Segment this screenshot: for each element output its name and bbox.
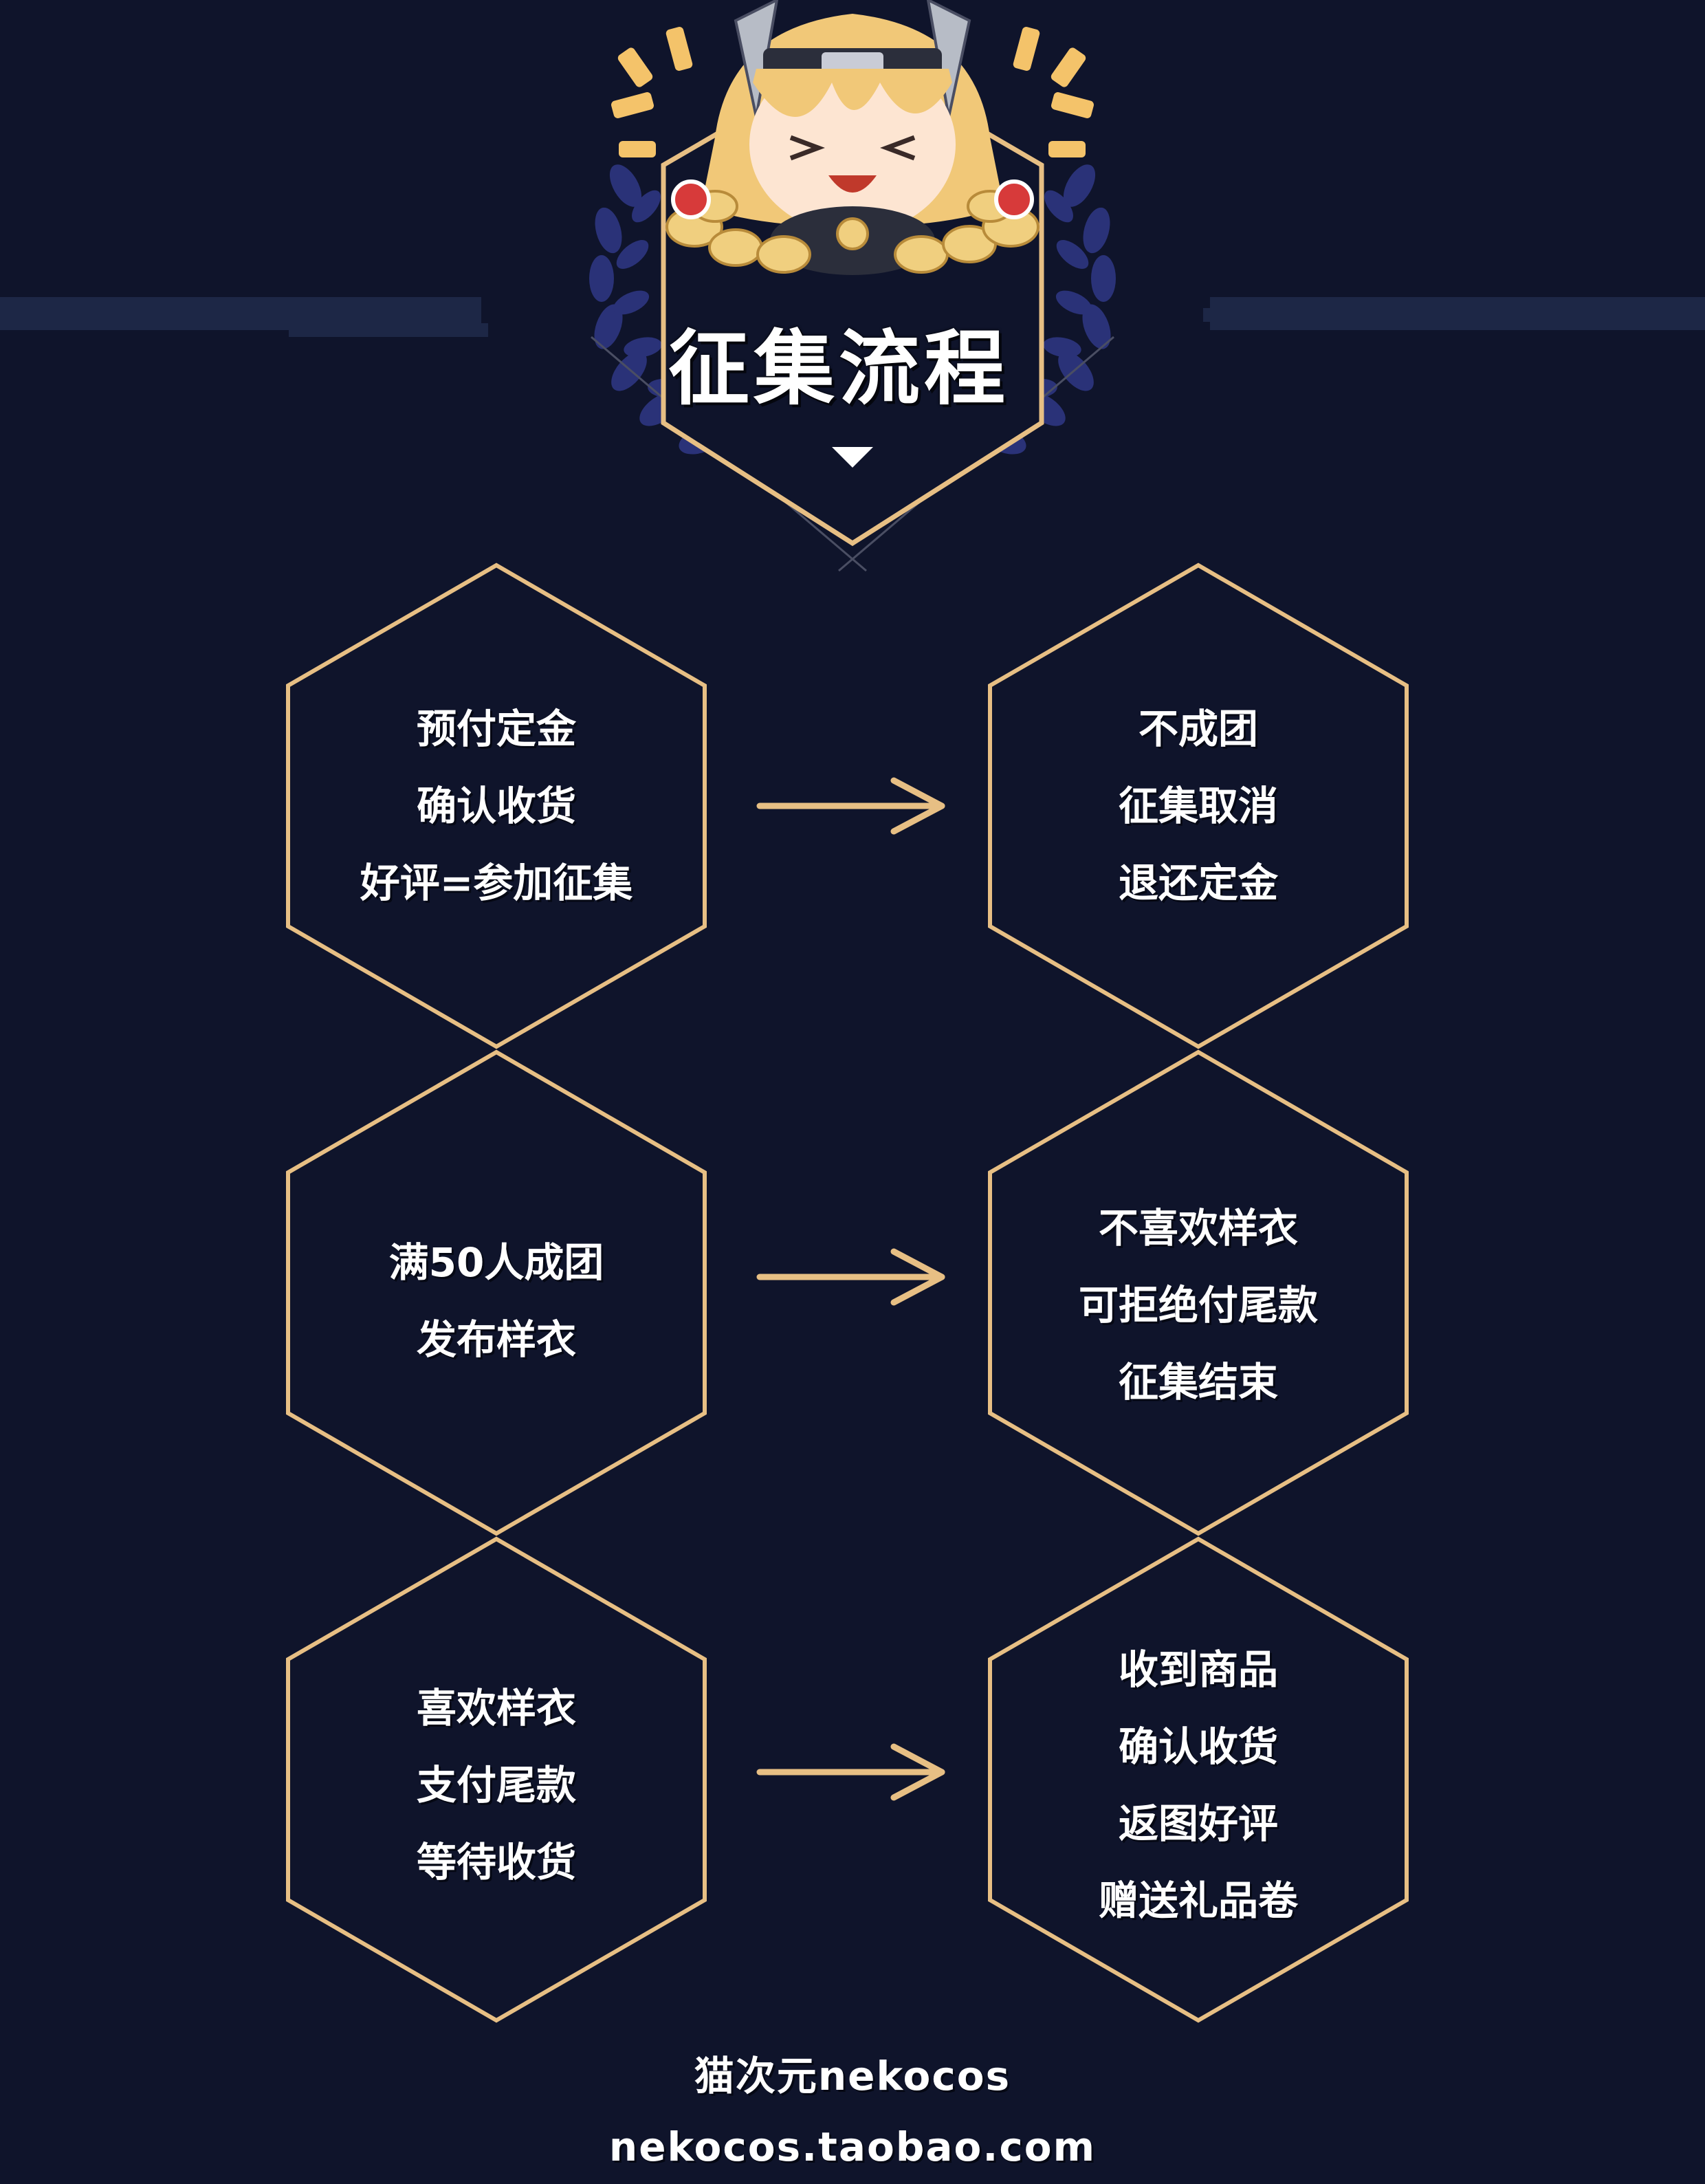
step-text-line: 等待收货 [416, 1839, 576, 1886]
step-text-line: 不成团 [1138, 706, 1258, 752]
step-1-right-text: 不成团 征集取消 退还定金 [1006, 690, 1391, 921]
arrow-right-icon [756, 1743, 945, 1801]
step-3-right-hexagon [988, 1536, 1409, 2023]
step-text-line: 返图好评 [1118, 1800, 1278, 1847]
step-text-line: 支付尾款 [416, 1762, 576, 1809]
step-2-right-hexagon [988, 1049, 1409, 1536]
arrow-right-icon [756, 777, 945, 835]
step-text-line: 退还定金 [1118, 860, 1278, 906]
step-text-line: 好评=参加征集 [360, 860, 633, 906]
down-triangle-icon [832, 447, 873, 468]
step-3-left-hexagon [286, 1536, 707, 2023]
step-3-right-text: 收到商品 确认收货 返图好评 赠送礼品卷 [1006, 1631, 1391, 1939]
shop-url-link[interactable]: nekocos.taobao.com [608, 2123, 1097, 2170]
step-text-line: 不喜欢样衣 [1098, 1205, 1298, 1252]
step-text-line: 预付定金 [416, 706, 576, 752]
step-text-line: 发布样衣 [416, 1316, 576, 1363]
step-text-line: 喜欢样衣 [416, 1685, 576, 1732]
right-header-stripe-thin [1203, 308, 1354, 322]
step-text-line: 收到商品 [1118, 1646, 1278, 1693]
step-text-line: 满50人成团 [388, 1239, 604, 1286]
mascot-character-icon [666, 0, 1040, 275]
step-text-line: 可拒绝付尾款 [1078, 1282, 1318, 1329]
step-text-line: 征集取消 [1118, 783, 1278, 829]
step-2-left-hexagon [286, 1049, 707, 1536]
step-1-right-hexagon [988, 563, 1409, 1049]
step-3-left-text: 喜欢样衣 支付尾款 等待收货 [304, 1670, 689, 1901]
step-2-right-text: 不喜欢样衣 可拒绝付尾款 征集结束 [1006, 1190, 1391, 1421]
step-text-line: 确认收货 [1118, 1723, 1278, 1770]
page-title: 征集流程 [668, 321, 1009, 416]
shop-name: 猫次元nekocos [694, 2053, 1011, 2099]
sparkle-rays-icon [611, 27, 1094, 157]
header-emblem [589, 0, 1116, 572]
arrow-right-icon [756, 1248, 945, 1306]
step-text-line: 确认收货 [416, 783, 576, 829]
step-2-left-text: 满50人成团 发布样衣 [304, 1224, 689, 1378]
step-1-left-hexagon [286, 563, 707, 1049]
left-header-stripe-thin [289, 323, 488, 337]
step-text-line: 征集结束 [1118, 1359, 1278, 1406]
step-1-left-text: 预付定金 确认收货 好评=参加征集 [304, 690, 689, 921]
step-text-line: 赠送礼品卷 [1098, 1877, 1298, 1924]
